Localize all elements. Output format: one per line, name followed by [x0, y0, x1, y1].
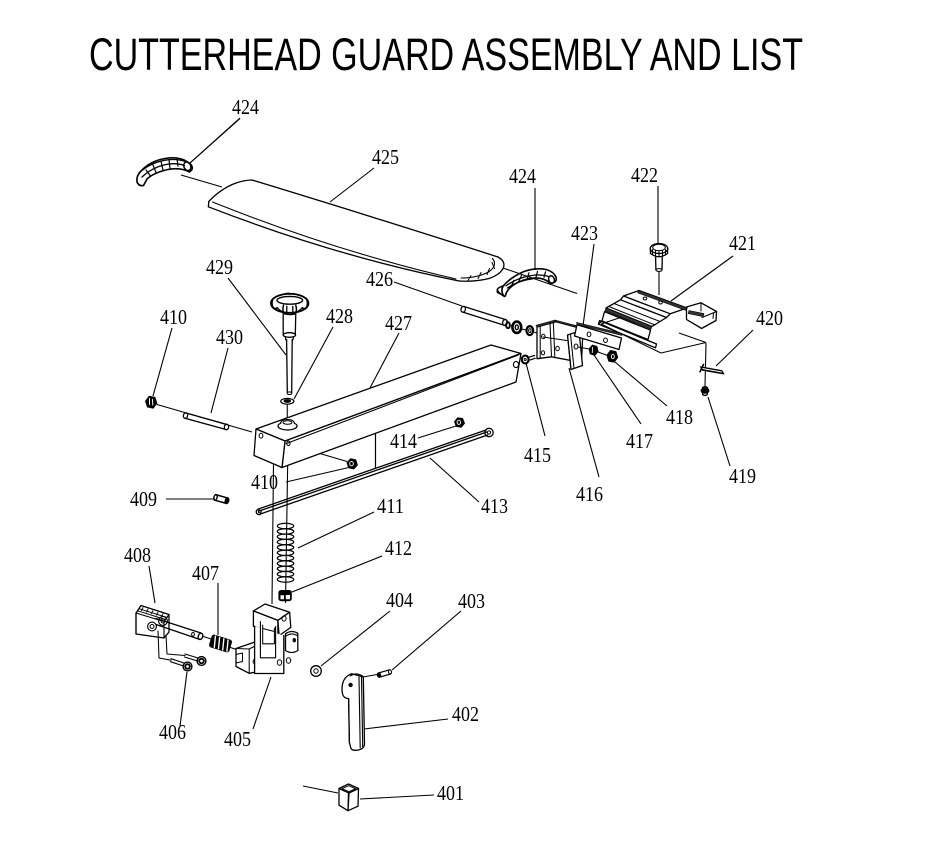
svg-text:425: 425 [372, 145, 399, 169]
svg-text:407: 407 [192, 561, 219, 585]
svg-text:408: 408 [124, 543, 151, 567]
svg-text:410: 410 [251, 470, 278, 494]
svg-text:427: 427 [385, 311, 412, 335]
svg-text:422: 422 [631, 163, 658, 187]
svg-text:413: 413 [481, 494, 508, 518]
svg-text:401: 401 [437, 781, 464, 805]
svg-text:426: 426 [366, 267, 393, 291]
svg-text:403: 403 [458, 589, 485, 613]
svg-text:406: 406 [159, 720, 186, 744]
svg-text:410: 410 [160, 305, 187, 329]
svg-text:424: 424 [232, 95, 259, 119]
svg-text:416: 416 [576, 482, 603, 506]
svg-text:419: 419 [729, 464, 756, 488]
svg-text:420: 420 [756, 306, 783, 330]
svg-text:402: 402 [452, 702, 479, 726]
svg-text:405: 405 [224, 727, 251, 751]
svg-text:417: 417 [626, 429, 653, 453]
svg-text:412: 412 [385, 536, 412, 560]
svg-text:409: 409 [130, 487, 157, 511]
svg-text:414: 414 [390, 429, 417, 453]
svg-text:404: 404 [386, 588, 413, 612]
svg-text:CUTTERHEAD GUARD ASSEMBLY AND: CUTTERHEAD GUARD ASSEMBLY AND LIST [89, 29, 803, 80]
svg-text:424: 424 [509, 164, 536, 188]
svg-text:423: 423 [571, 221, 598, 245]
svg-text:411: 411 [377, 494, 404, 518]
svg-text:418: 418 [666, 405, 693, 429]
svg-text:415: 415 [524, 443, 551, 467]
svg-text:421: 421 [729, 231, 756, 255]
svg-text:430: 430 [216, 325, 243, 349]
svg-text:428: 428 [326, 304, 353, 328]
svg-text:429: 429 [206, 255, 233, 279]
